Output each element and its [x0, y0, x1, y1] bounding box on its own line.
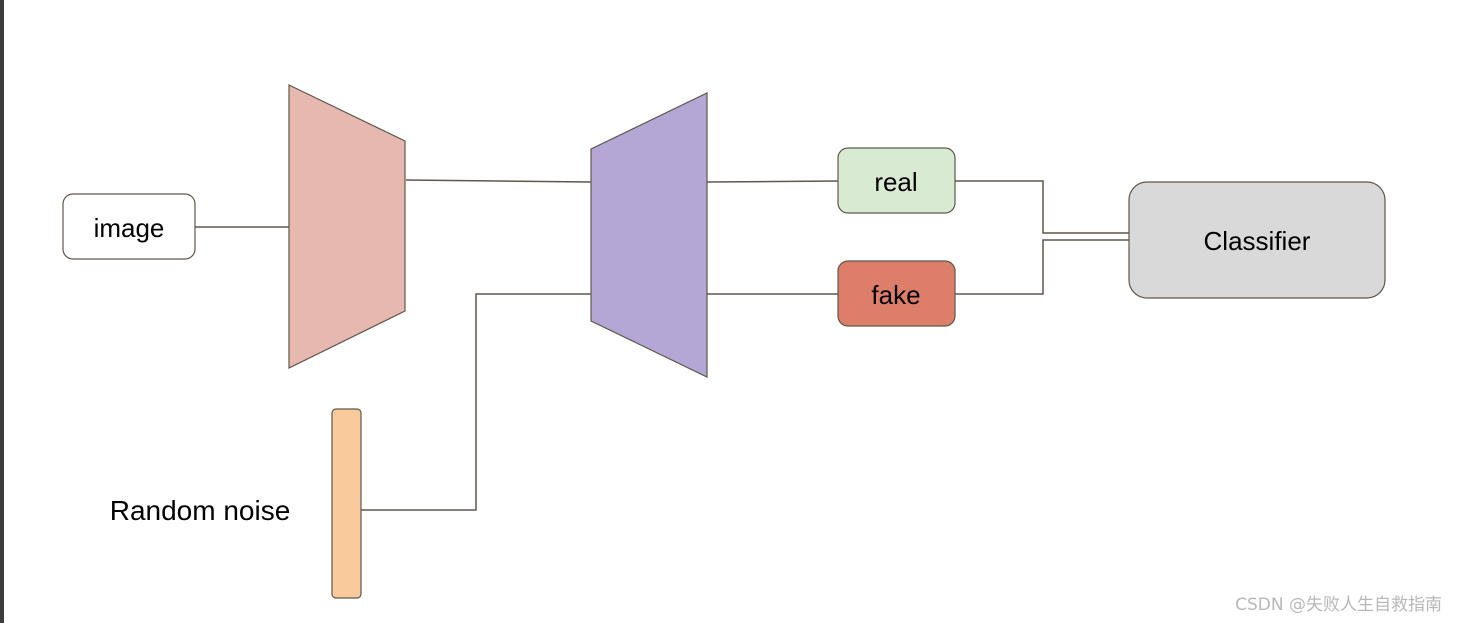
edge-real-classifier [955, 180, 1129, 234]
node-image: image [62, 193, 196, 260]
noise-bar [331, 408, 362, 599]
image-label: image [94, 213, 165, 243]
decoder-trapezoid [590, 92, 708, 378]
classifier-label: Classifier [1204, 226, 1311, 256]
edge-noise-decoder [361, 293, 591, 511]
node-classifier: Classifier [1128, 181, 1386, 299]
edge-fake-classifier [955, 239, 1129, 295]
node-fake: fake [837, 260, 956, 327]
encoder-trapezoid [288, 84, 406, 369]
image-box [62, 193, 196, 260]
left-edge-strip [0, 0, 4, 623]
edge-encoder-decoder [405, 179, 592, 183]
real-label: real [874, 167, 917, 197]
connectors [195, 179, 1129, 511]
fake-box [837, 260, 956, 327]
noise-label: Random noise [110, 495, 291, 526]
edge-decoder-real [706, 180, 839, 183]
watermark-text: CSDN @失败人生自救指南 [1235, 595, 1442, 615]
real-box [837, 147, 956, 214]
fake-label: fake [871, 280, 920, 310]
node-noise: Random noise [110, 408, 362, 599]
node-real: real [837, 147, 956, 214]
classifier-box [1128, 181, 1386, 299]
